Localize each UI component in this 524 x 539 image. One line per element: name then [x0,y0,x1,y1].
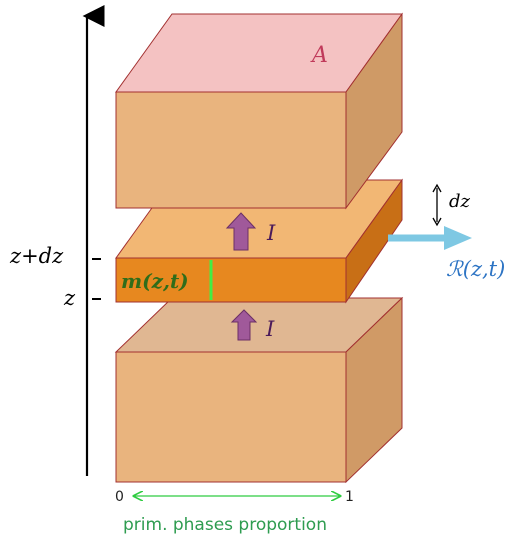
upper-flux-arrow [225,212,257,251]
bottom-block [114,296,404,484]
right-arrow-icon [444,226,472,250]
scale-caption: prim. phases proportion [123,515,327,535]
z-plus-dz-label: z+dz [9,244,64,268]
scale-min-label: 0 [115,489,124,505]
reaction-label: ℛ(z,t) [446,257,505,281]
proportion-scale: 0 1 prim. phases proportion [115,489,354,535]
area-label: A [310,43,328,68]
top-block [115,12,403,210]
up-arrow-icon [230,309,258,341]
z-label: z [63,286,76,310]
lower-flux-label: I [265,317,275,341]
reaction-arrow [388,226,472,250]
dz-label: dz [449,191,471,212]
up-arrow-icon [225,212,257,251]
upper-flux-label: I [266,221,276,245]
dz-indicator [432,183,442,227]
lower-flux-arrow [230,309,258,341]
mass-label: m(z,t) [121,269,189,293]
scale-max-label: 1 [345,489,354,505]
